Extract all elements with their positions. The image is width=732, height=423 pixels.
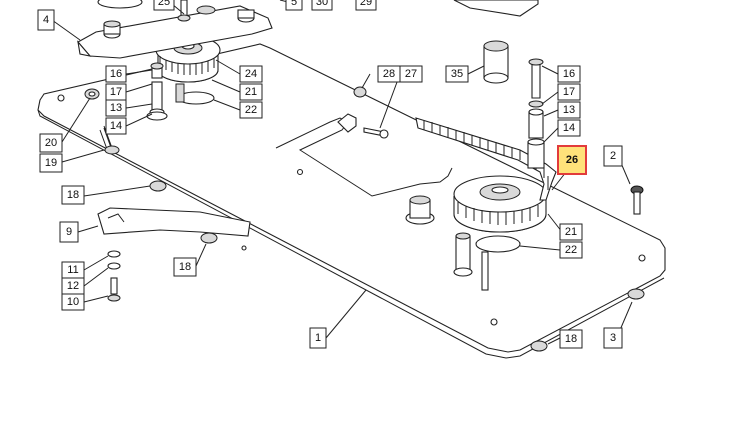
- callout-5-text: 5: [291, 0, 297, 8]
- callout-13-left-text: 13: [110, 102, 122, 114]
- callout-3[interactable]: 3: [603, 327, 623, 349]
- callout-20[interactable]: 20: [39, 133, 63, 153]
- callout-18-middle-text: 18: [179, 261, 191, 273]
- callout-19-text: 19: [45, 157, 57, 169]
- callout-17-right-text: 17: [563, 86, 575, 98]
- deck-plate: [37, 43, 666, 359]
- callout-9-text: 9: [66, 226, 72, 238]
- callout-11-text: 11: [67, 264, 78, 276]
- callout-21-top[interactable]: 21: [239, 83, 263, 101]
- callout-27-text: 27: [405, 68, 417, 80]
- callout-14-left-text: 14: [110, 120, 122, 132]
- callout-30[interactable]: 30: [311, 0, 333, 11]
- callout-3-text: 3: [610, 332, 616, 344]
- callout-22-top-text: 22: [245, 104, 257, 116]
- callout-4-text: 4: [43, 14, 49, 26]
- callout-18-middle[interactable]: 18: [173, 257, 197, 277]
- callout-1-text: 1: [315, 332, 321, 344]
- callout-25-text: 25: [158, 0, 170, 8]
- callout-12[interactable]: 12: [61, 277, 85, 295]
- right-bolt: [630, 185, 644, 215]
- callout-14-left[interactable]: 14: [105, 117, 127, 135]
- callout-16-right[interactable]: 16: [557, 65, 581, 83]
- center-hub: [405, 195, 435, 225]
- callout-17-right[interactable]: 17: [557, 83, 581, 101]
- lower-bracket: [97, 207, 251, 237]
- callout-21-top-text: 21: [245, 86, 257, 98]
- callout-22-right[interactable]: 22: [559, 241, 583, 259]
- callout-30-text: 30: [316, 0, 328, 8]
- callout-18-bottom[interactable]: 18: [559, 329, 583, 349]
- callout-35[interactable]: 35: [445, 65, 469, 83]
- callout-5[interactable]: 5: [285, 0, 303, 11]
- callout-14-right-text: 14: [563, 122, 575, 134]
- callout-24[interactable]: 24: [239, 65, 263, 83]
- callout-10[interactable]: 10: [61, 293, 85, 311]
- callout-18-left[interactable]: 18: [61, 185, 85, 205]
- callout-16-left-text: 16: [110, 68, 122, 80]
- callout-21-right[interactable]: 21: [559, 223, 583, 241]
- bottom-fasteners: [107, 250, 121, 302]
- callout-19[interactable]: 19: [39, 153, 63, 173]
- callout-13-right[interactable]: 13: [557, 101, 581, 119]
- callout-2[interactable]: 2: [603, 145, 623, 167]
- callout-28[interactable]: 28: [377, 65, 401, 83]
- callout-26-text: 26: [566, 154, 578, 166]
- callout-35-text: 35: [451, 68, 463, 80]
- callout-21-right-text: 21: [565, 226, 577, 238]
- rear-bracket-bolt: [337, 86, 389, 139]
- callout-16-right-text: 16: [563, 68, 575, 80]
- callout-18-bottom-text: 18: [565, 333, 577, 345]
- right-pulley-assembly: [415, 40, 557, 291]
- callout-24-text: 24: [245, 68, 257, 80]
- callout-29[interactable]: 29: [355, 0, 377, 11]
- callout-20-text: 20: [45, 137, 57, 149]
- top-right-component: [453, 0, 539, 17]
- callout-17-left-text: 17: [110, 86, 122, 98]
- callout-22-right-text: 22: [565, 244, 577, 256]
- nuts: [149, 180, 645, 352]
- callout-1[interactable]: 1: [309, 327, 327, 349]
- callout-9[interactable]: 9: [59, 221, 79, 243]
- left-pulley-assembly: [146, 35, 221, 121]
- callout-13-right-text: 13: [563, 104, 575, 116]
- callout-10-text: 10: [67, 296, 79, 308]
- callout-17-left[interactable]: 17: [105, 83, 127, 101]
- callout-12-text: 12: [67, 280, 79, 292]
- callout-2-text: 2: [610, 150, 616, 162]
- callout-29-text: 29: [360, 0, 372, 8]
- callout-18-left-text: 18: [67, 189, 79, 201]
- top-bracket: [77, 0, 273, 59]
- callout-27[interactable]: 27: [399, 65, 423, 83]
- callout-13-left[interactable]: 13: [105, 99, 127, 117]
- callout-14-right[interactable]: 14: [557, 119, 581, 137]
- callout-22-top[interactable]: 22: [239, 101, 263, 119]
- callout-4[interactable]: 4: [37, 9, 55, 31]
- callout-11[interactable]: 11: [61, 261, 85, 279]
- callout-16-left[interactable]: 16: [105, 65, 127, 83]
- callout-25[interactable]: 25: [153, 0, 175, 11]
- callout-26-highlighted[interactable]: 26: [557, 145, 587, 175]
- callout-28-text: 28: [383, 68, 395, 80]
- left-bolt: [84, 88, 120, 155]
